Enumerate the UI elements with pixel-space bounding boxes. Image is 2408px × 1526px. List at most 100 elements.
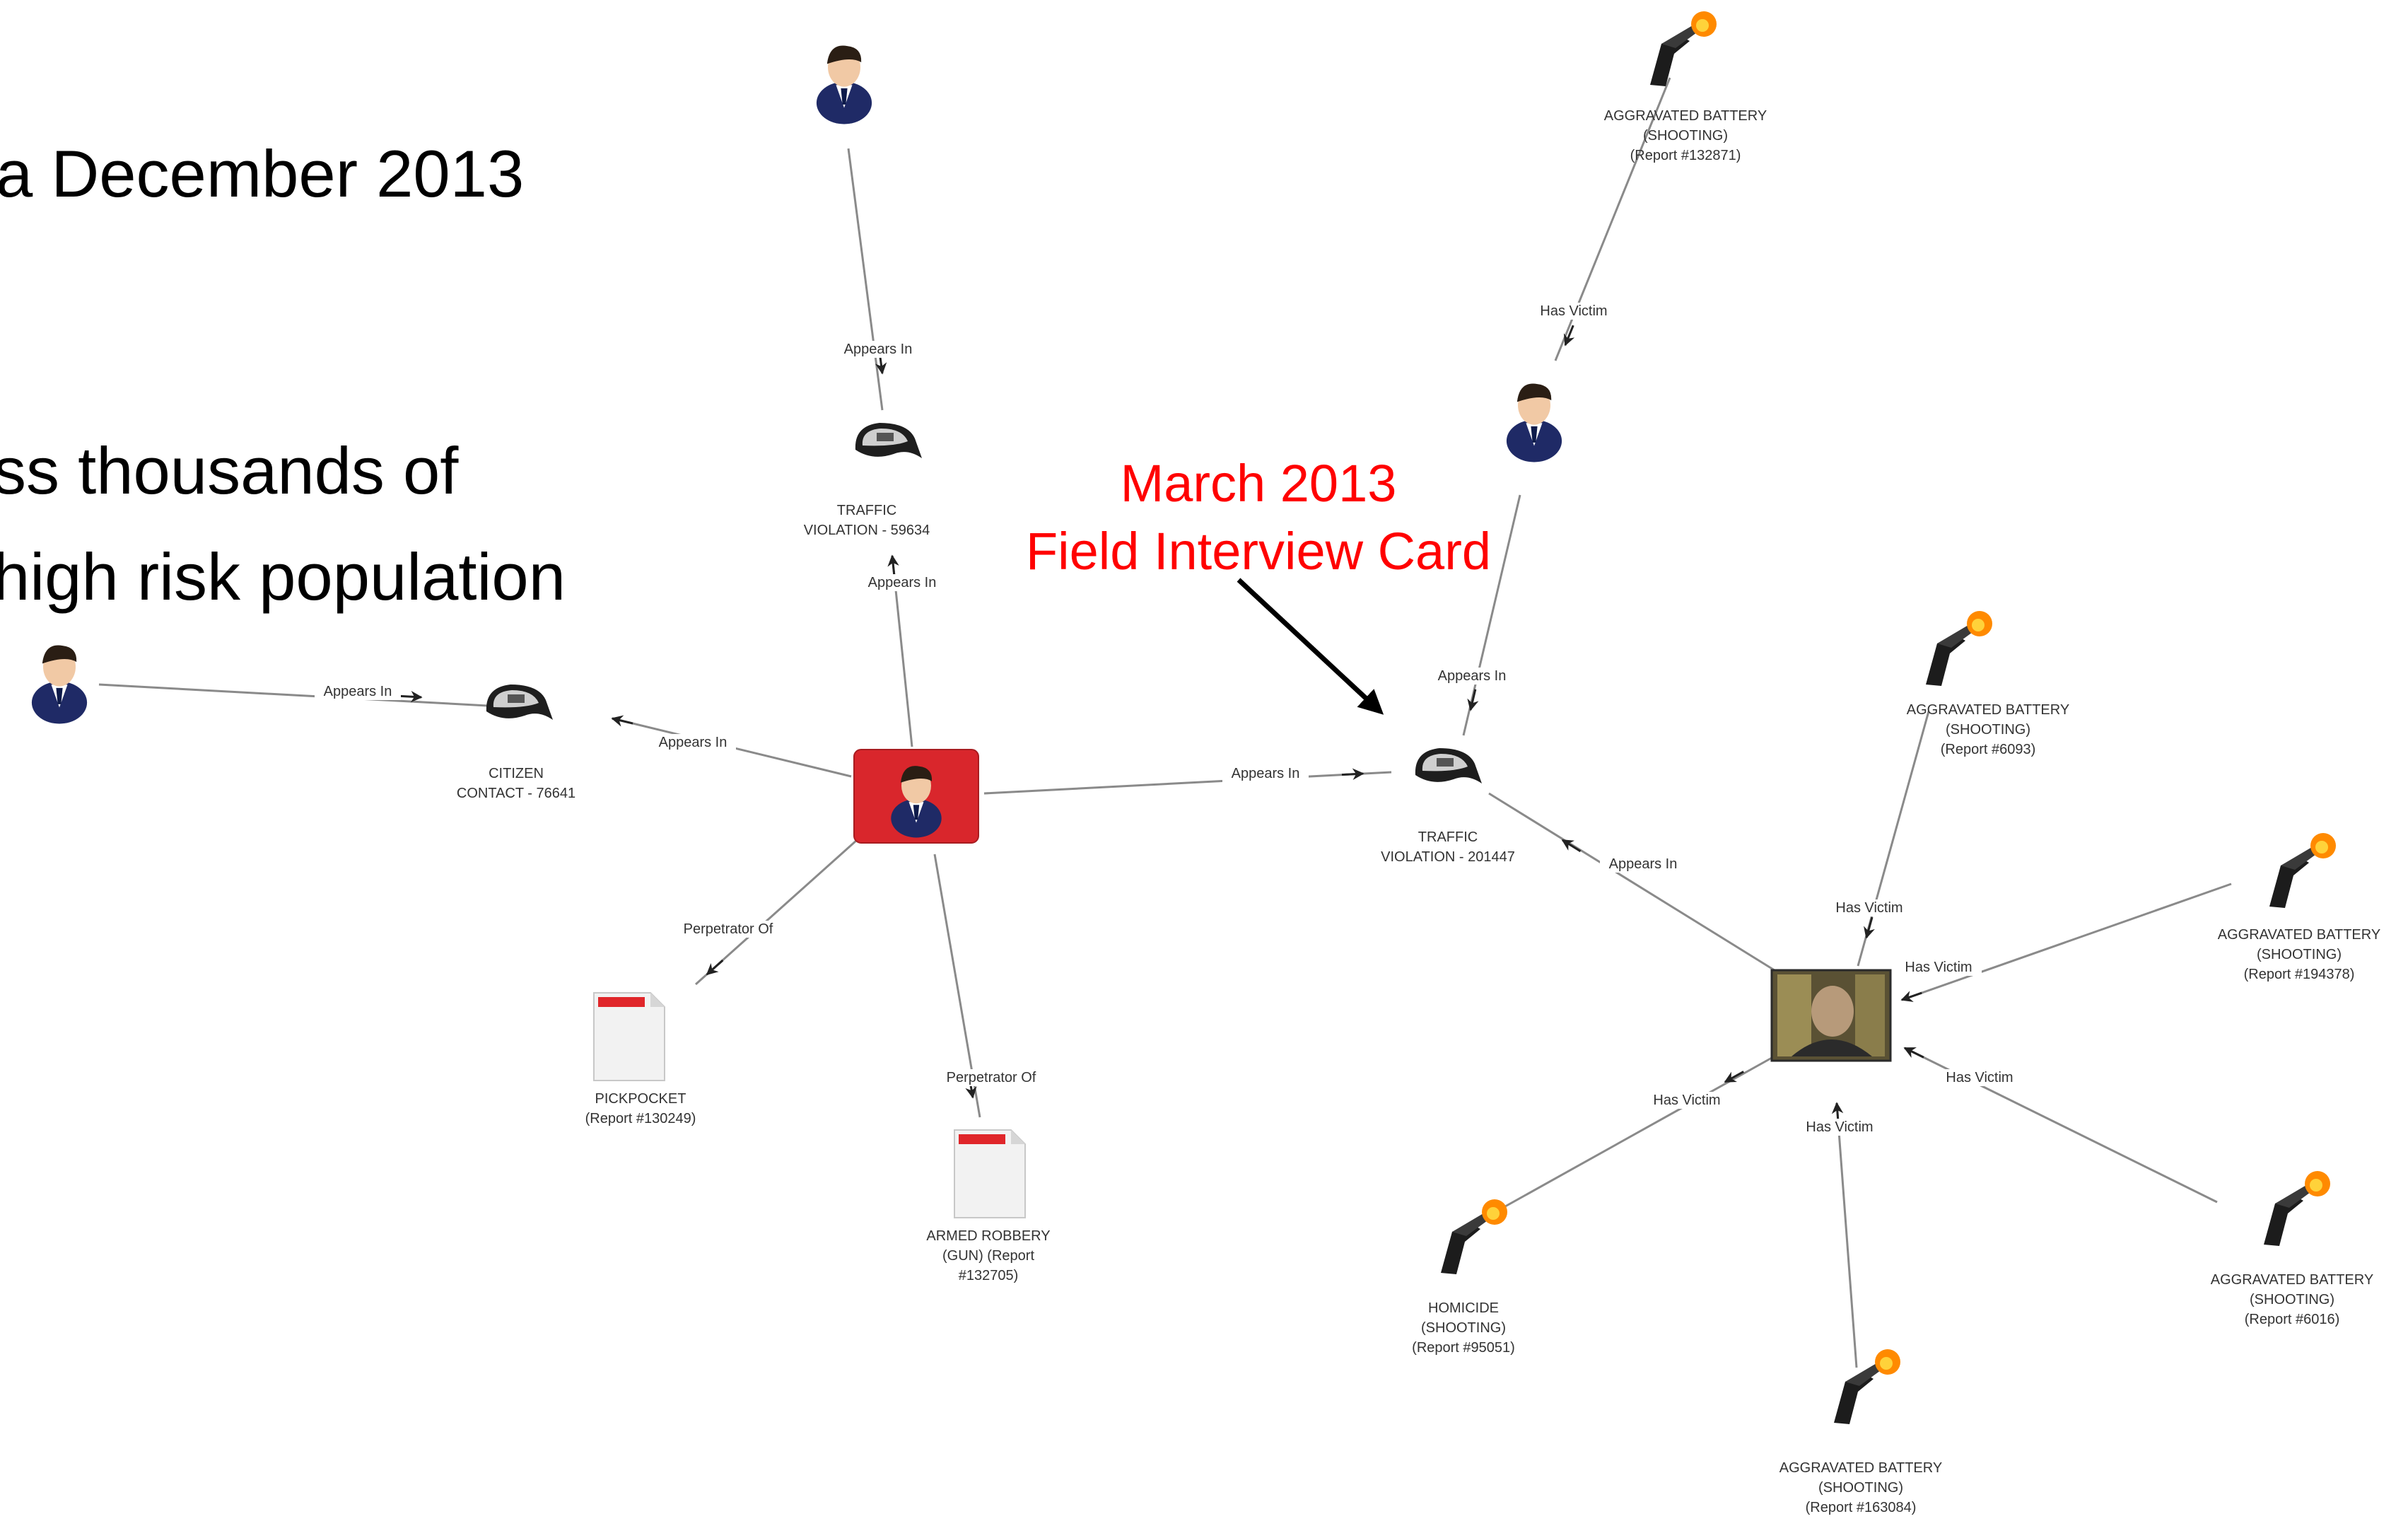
callout-arrow (1237, 578, 1384, 715)
node-label-line: (SHOOTING) (1946, 722, 2030, 738)
car-reflection (877, 433, 894, 441)
field-interview-callout: March 2013 Field Interview Card (976, 450, 1541, 586)
node-pick[interactable]: PICKPOCKET(Report #130249) (585, 992, 696, 1126)
edge-arrow (1467, 689, 1479, 711)
callout-date: March 2013 (1120, 454, 1397, 513)
node-p-top[interactable] (816, 45, 872, 124)
gun-barrel (1845, 1363, 1881, 1386)
node-p-left[interactable] (31, 645, 88, 724)
node-label-line: (SHOOTING) (2257, 947, 2342, 962)
edges-layer: Appears In Appears In Appears In Appears In… (98, 77, 2232, 1368)
node-label-line: AGGRAVATED BATTERY (1604, 108, 1767, 124)
node-label-line: VIOLATION - 201447 (1381, 849, 1515, 865)
node-label: AGGRAVATED BATTERY(SHOOTING)(Report #194… (2218, 927, 2380, 982)
muzzle-flash-core (2315, 841, 2328, 854)
node-label-line: (Report #6016) (2245, 1312, 2340, 1327)
edge-label-bg (670, 921, 787, 938)
edge-label: Perpetrator Of (684, 921, 773, 937)
node-ab132871[interactable]: AGGRAVATED BATTERY (SHOOTING) (Report #132… (1604, 11, 1767, 163)
report-page (593, 992, 665, 1081)
gun-hand (1650, 35, 1690, 86)
edge-ab194378-photo: Has Victim (1895, 883, 2232, 1002)
edge-arrow (611, 715, 633, 727)
muzzle-flash-core (2310, 1179, 2322, 1192)
edge-center-cc76641: Appears In (611, 715, 852, 778)
edge-label-bg (1796, 1119, 1883, 1136)
edge-line (1835, 1102, 1858, 1368)
photo-background-right (1855, 974, 1885, 1056)
slide-text-line-2: ss thousands of (0, 433, 459, 508)
node-label: AGGRAVATED BATTERY(SHOOTING)(Report #609… (1907, 702, 2069, 757)
person-tie (1531, 426, 1538, 443)
node-center[interactable] (853, 749, 979, 844)
node-ab6016[interactable]: AGGRAVATED BATTERY(SHOOTING)(Report #601… (2211, 1171, 2373, 1327)
edge-label: Has Victim (1806, 1119, 1873, 1135)
gun-hand (2269, 857, 2309, 908)
edge-arrow (1900, 991, 1922, 1002)
node-label-line: CITIZEN (489, 766, 544, 781)
person-hair (42, 645, 77, 664)
node-ab194378[interactable]: AGGRAVATED BATTERY(SHOOTING)(Report #194… (2218, 833, 2380, 982)
edge-line (983, 771, 1392, 795)
person-hair (826, 45, 862, 64)
edge-arrow (706, 959, 724, 976)
car-reflection (1437, 758, 1454, 767)
edge-label-bg (1531, 303, 1617, 320)
node-p-mid[interactable] (1506, 383, 1562, 462)
node-label-line: #132705) (959, 1268, 1019, 1283)
edge-ab132871-p-mid: Has Victim (1531, 77, 1671, 361)
node-ab6093[interactable]: AGGRAVATED BATTERY(SHOOTING)(Report #609… (1907, 611, 2069, 757)
person-tie (913, 805, 920, 820)
edge-p-mid-tv201447: Appears In (1429, 494, 1521, 736)
edge-ab163084-photo: Has Victim (1796, 1102, 1883, 1368)
edge-label: Appears In (1232, 766, 1300, 781)
gun-barrel (2281, 847, 2316, 870)
edge-line (98, 683, 489, 707)
node-label-line: TRAFFIC (837, 503, 896, 518)
node-label-line: (Report #194378) (2244, 967, 2355, 982)
edge-arrow (1563, 325, 1575, 346)
edge-label: Has Victim (1653, 1093, 1720, 1108)
slide-text-line-3: high risk population (0, 540, 566, 614)
node-photo[interactable] (1770, 969, 1892, 1062)
node-homicide[interactable]: HOMICIDE(SHOOTING)(Report #95051) (1412, 1199, 1515, 1356)
gun-barrel (1937, 625, 1972, 648)
report-badge (598, 997, 645, 1007)
gun-barrel (1452, 1213, 1488, 1236)
muzzle-flash-core (1880, 1357, 1893, 1370)
edge-label-bg (1429, 668, 1515, 685)
node-label-line: (Report #163084) (1806, 1500, 1917, 1515)
node-label-line: (SHOOTING) (1643, 128, 1728, 144)
photo-face (1811, 986, 1854, 1037)
node-label: AGGRAVATED BATTERY(SHOOTING)(Report #163… (1779, 1460, 1942, 1515)
edge-line (847, 148, 884, 411)
muzzle-flash-core (1487, 1207, 1500, 1220)
node-ab163084[interactable]: AGGRAVATED BATTERY(SHOOTING)(Report #163… (1779, 1349, 1942, 1515)
node-label-line: (SHOOTING) (1818, 1480, 1903, 1496)
edge-label-bg (315, 683, 401, 700)
edge-label: Appears In (1609, 856, 1678, 872)
gun-hand (1834, 1373, 1874, 1424)
node-robbery[interactable]: ARMED ROBBERY(GUN) (Report#132705) (926, 1129, 1051, 1283)
edge-label-bg (650, 734, 736, 751)
edge-p-top-tv59634: Appears In (835, 148, 921, 411)
edge-center-tv201447: Appears In (983, 765, 1392, 795)
edge-photo-tv201447: Appears In (1488, 792, 1787, 979)
edge-label: Appears In (659, 735, 727, 750)
node-label-line: (Report #130249) (585, 1111, 696, 1126)
edge-arrow (1561, 839, 1582, 853)
muzzle-flash-core (1696, 19, 1709, 32)
gun-hand (1441, 1223, 1480, 1274)
person-hair (900, 766, 933, 783)
report-page-fold (650, 993, 665, 1007)
node-label-line: (Report #132871) (1630, 148, 1741, 163)
edge-center-pick: Perpetrator Of (670, 839, 858, 986)
edge-line (1488, 792, 1787, 979)
gun-barrel (1661, 25, 1697, 48)
gun-hand (2264, 1195, 2303, 1246)
